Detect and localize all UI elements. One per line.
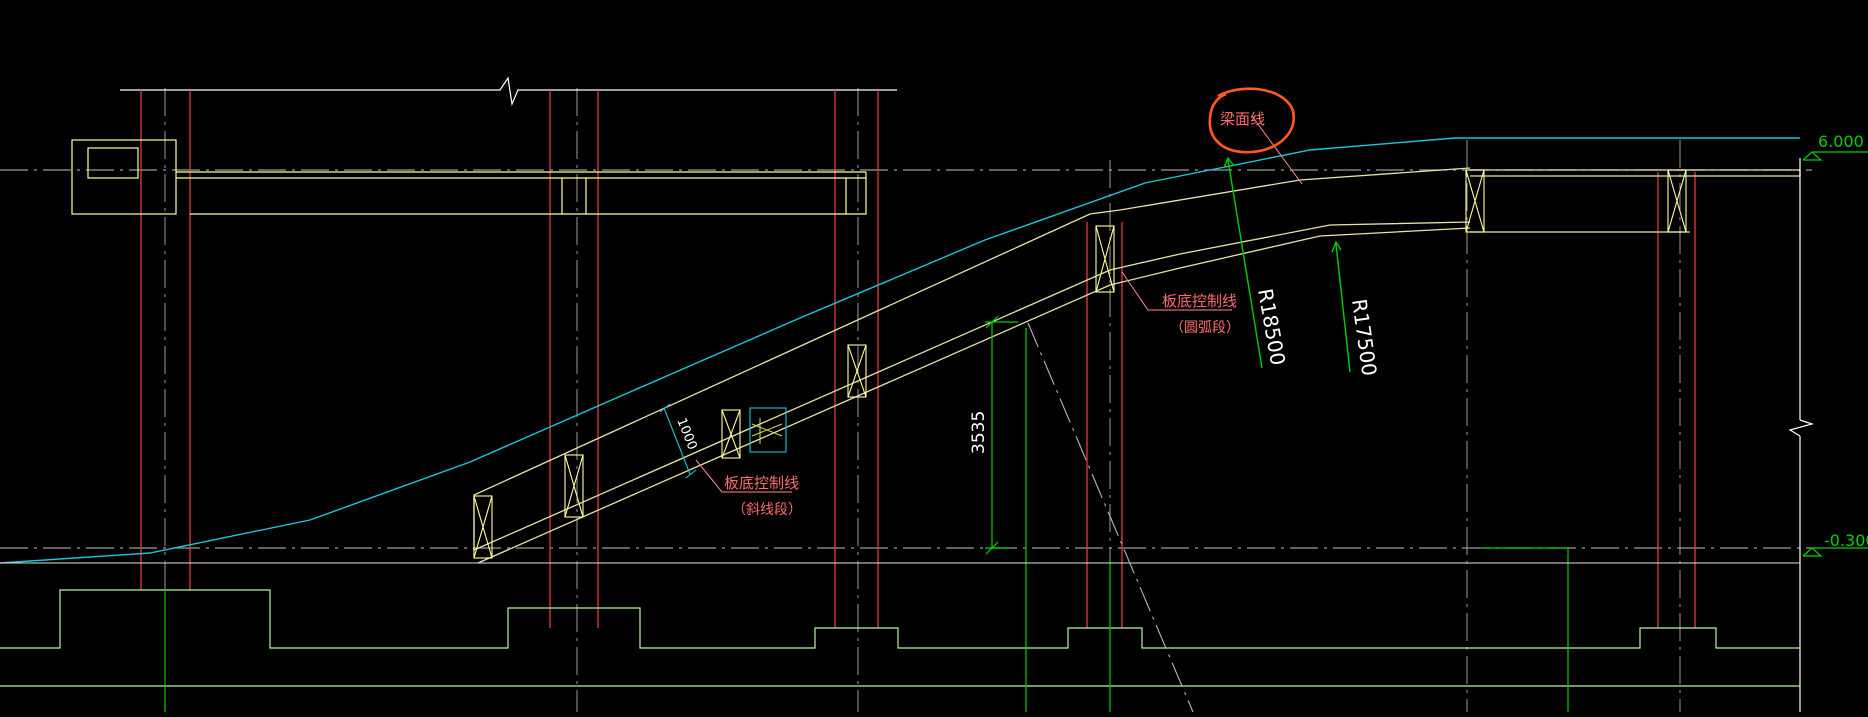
dimension-label-3535: 3535: [969, 411, 989, 454]
small-marker-cluster: [751, 418, 783, 444]
dimension-1000: [659, 403, 787, 479]
beam-section-5: [1095, 225, 1115, 293]
dimension-3535: [985, 315, 1018, 555]
horizontal-axis-lines: [0, 169, 1812, 549]
elevation-marker-bottom: [1802, 547, 1868, 557]
radius-lines: [1223, 156, 1351, 373]
beam-section-7: [1667, 169, 1687, 233]
beam-section-6: [1465, 169, 1485, 233]
annotation-slab-arc: 板底控制线: [1162, 292, 1237, 310]
cyan-ground-line: [0, 137, 1800, 564]
top-break-line: [120, 76, 897, 107]
elevation-label-top: 6.000: [1818, 132, 1864, 151]
annotation-beam-top: 梁面线: [1220, 110, 1265, 128]
annotation-slab-arc-sub: （圆弧段）: [1170, 320, 1240, 336]
annotation-slab-slope: 板底控制线: [724, 474, 799, 492]
beam-sections: [473, 169, 1687, 559]
annotation-leaders: [695, 115, 1303, 493]
beam-section-2: [564, 454, 584, 518]
dimension-label-1000: 1000: [673, 416, 699, 452]
radius-label-outer: R18500: [1253, 287, 1290, 368]
beam-section-3: [721, 409, 741, 459]
elevation-label-bottom: -0.300: [1824, 531, 1868, 550]
elevation-marker-top: [1802, 151, 1868, 161]
foundation-profile: [0, 589, 1800, 687]
green-vertical-lines: [164, 328, 1569, 712]
ramp-slab-lines: [473, 167, 1801, 564]
radius-label-inner: R17500: [1347, 297, 1382, 377]
vertical-axis-lines: [164, 88, 1681, 712]
diagonal-reference-line: [1027, 322, 1194, 713]
annotation-slab-slope-sub: （斜线段）: [732, 502, 802, 518]
left-beam-frame: [71, 139, 867, 215]
right-elevation-edge: [1788, 158, 1815, 712]
beam-section-1: [473, 495, 493, 559]
beam-section-4: [847, 344, 867, 398]
red-column-lines: [140, 90, 1696, 628]
beam-top-highlight: 梁面线: [1208, 87, 1295, 154]
